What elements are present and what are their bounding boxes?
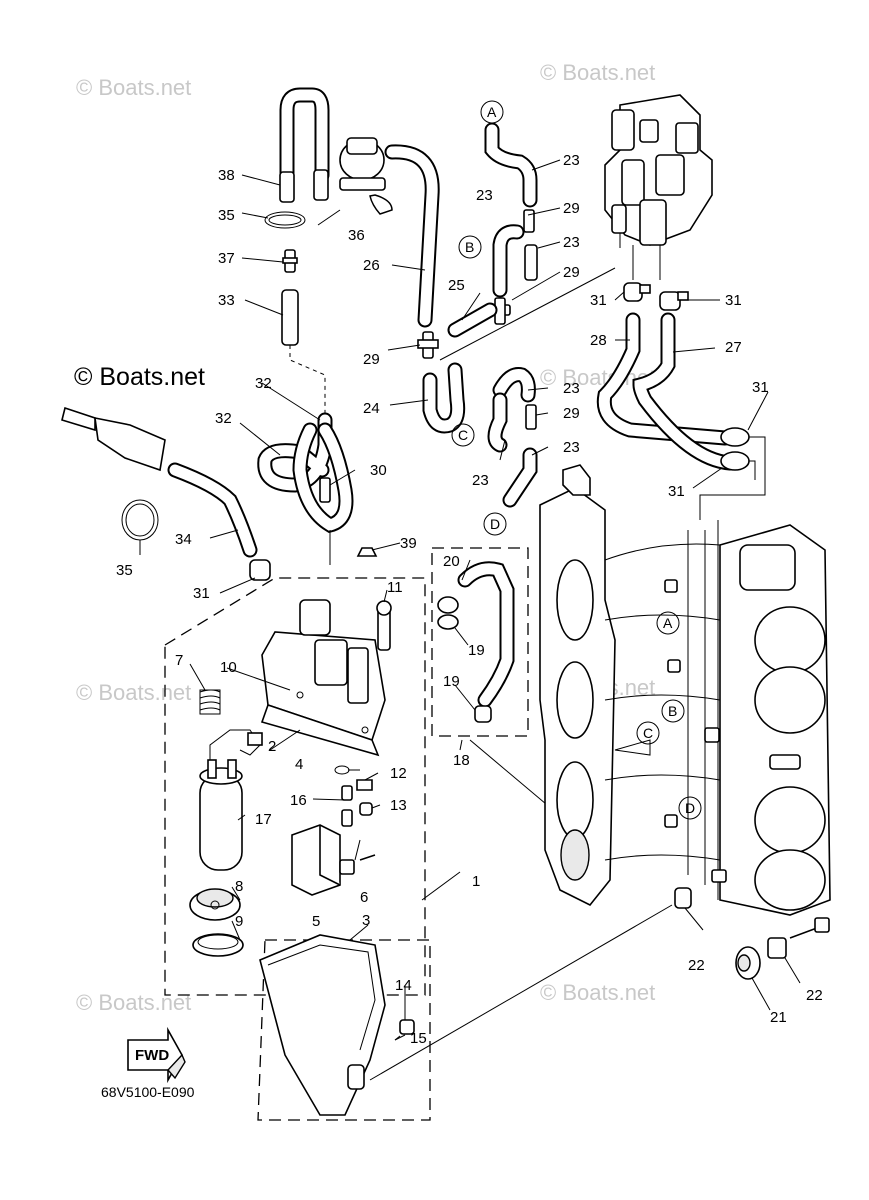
callout-14: 14: [395, 977, 412, 994]
callout-23-c: 23: [563, 234, 580, 251]
callout-26: 26: [363, 257, 380, 274]
callout-27: 27: [725, 339, 742, 356]
callout-29-d: 29: [563, 405, 580, 422]
vapor-separator-group: [596, 94, 766, 520]
callout-29-left: 29: [363, 351, 380, 368]
callout-9: 9: [235, 913, 243, 930]
fuel-hose-34-group: [61, 406, 271, 581]
callout-12: 12: [390, 765, 407, 782]
callout-5: 5: [312, 913, 320, 930]
watermark: © Boats.net: [76, 990, 191, 1015]
callout-23-a: 23: [563, 152, 580, 169]
callout-24: 24: [363, 400, 380, 417]
watermark: © Boats.net: [76, 75, 191, 100]
connector-a-top: [480, 100, 504, 124]
callout-25: 25: [448, 277, 465, 294]
fuel-hose-routing-group: [417, 122, 616, 508]
spring: [199, 689, 221, 715]
callout-38: 38: [218, 167, 235, 184]
diagram-code: 68V5100-E090: [101, 1084, 195, 1100]
callout-31-c: 31: [752, 379, 769, 396]
fwd-label: FWD: [135, 1047, 169, 1064]
intake-manifold-group: [369, 464, 831, 1081]
watermark: © Boats.net: [76, 680, 191, 705]
leader-lines: [139, 159, 801, 1041]
callout-36: 36: [348, 227, 365, 244]
callout-labels: 38 35 37 33 36 26 25 29 24 23 23 29 23 2…: [116, 152, 823, 1047]
connector-d-top-label: D: [490, 516, 500, 532]
callout-22-b: 22: [806, 987, 823, 1004]
callout-35-left: 35: [116, 562, 133, 579]
callout-11: 11: [387, 579, 403, 596]
connector-b-top-label: B: [465, 239, 474, 255]
connector-d-manifold-label: D: [685, 800, 695, 816]
callout-19-a: 19: [468, 642, 485, 659]
callout-10: 10: [220, 659, 237, 676]
callout-31-b: 31: [725, 292, 742, 309]
fwd-arrow: FWD: [127, 1026, 186, 1084]
callout-28: 28: [590, 332, 607, 349]
callout-32-a: 32: [255, 375, 272, 392]
callout-16: 16: [290, 792, 307, 809]
callout-29-a: 29: [563, 200, 580, 217]
callout-1: 1: [472, 873, 480, 890]
connector-d-top: [483, 512, 507, 536]
callout-31-a: 31: [590, 292, 607, 309]
connector-c-manifold-label: C: [643, 725, 653, 741]
fuel-filter-assembly-group: [164, 547, 431, 1121]
callout-4: 4: [295, 756, 303, 773]
callout-33: 33: [218, 292, 235, 309]
callout-20: 20: [443, 553, 460, 570]
connector-b-manifold-label: B: [668, 703, 677, 719]
callout-23-b: 23: [476, 187, 493, 204]
callout-31-e: 31: [193, 585, 210, 602]
callout-32-b: 32: [215, 410, 232, 427]
callout-17: 17: [255, 811, 272, 828]
pressure-regulator-group: [257, 87, 440, 565]
callout-13: 13: [390, 797, 407, 814]
connector-a-manifold: [656, 611, 680, 635]
connector-c-manifold: [636, 721, 660, 745]
callout-35-top: 35: [218, 207, 235, 224]
connector-b-manifold: [661, 699, 685, 723]
callout-2: 2: [268, 738, 276, 755]
callout-31-d: 31: [668, 483, 685, 500]
connector-c-top-label: C: [458, 427, 468, 443]
watermark: © Boats.net: [540, 60, 655, 85]
callout-22-a: 22: [688, 957, 705, 974]
callout-3: 3: [362, 912, 370, 929]
callout-37: 37: [218, 250, 235, 267]
connector-c-top: [451, 423, 475, 447]
callout-6: 6: [360, 889, 368, 906]
callout-23-e: 23: [563, 439, 580, 456]
hose-18-group: [431, 547, 566, 821]
callout-15: 15: [410, 1030, 427, 1047]
connector-a-top-label: A: [487, 104, 497, 120]
connector-a-manifold-label: A: [663, 615, 673, 631]
connector-b-top: [458, 235, 482, 259]
callout-18: 18: [453, 752, 470, 769]
callout-30: 30: [370, 462, 387, 479]
callout-8: 8: [235, 878, 243, 895]
brand-watermark: © Boats.net: [74, 363, 205, 391]
callout-34: 34: [175, 531, 192, 548]
connector-markers: A B C D A B C D: [451, 100, 702, 820]
callout-21: 21: [770, 1009, 787, 1026]
callout-7: 7: [175, 652, 183, 669]
connector-d-manifold: [678, 796, 702, 820]
callout-39: 39: [400, 535, 417, 552]
callout-23-f: 23: [472, 472, 489, 489]
watermark: © Boats.net: [540, 980, 655, 1005]
callout-29-b: 29: [563, 264, 580, 281]
callout-19-b: 19: [443, 673, 460, 690]
callout-23-d: 23: [563, 380, 580, 397]
